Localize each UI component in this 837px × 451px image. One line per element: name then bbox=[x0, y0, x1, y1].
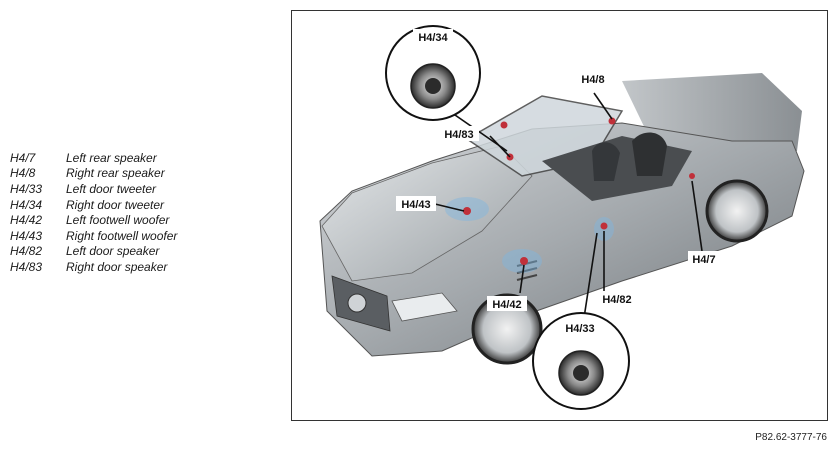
legend-row: H4/43 Right footwell woofer bbox=[10, 228, 177, 244]
legend-row: H4/7 Left rear speaker bbox=[10, 150, 177, 166]
legend-row: H4/8 Right rear speaker bbox=[10, 166, 177, 182]
legend-desc: Right rear speaker bbox=[66, 166, 165, 181]
car-hood bbox=[321, 145, 533, 282]
legend-code: H4/8 bbox=[10, 166, 36, 181]
label-h4-82: H4/82 bbox=[602, 294, 631, 306]
speaker-cone bbox=[573, 365, 589, 381]
legend-row: H4/82 Left door speaker bbox=[10, 244, 177, 260]
marker-h4-82 bbox=[600, 222, 608, 230]
figure-reference: P82.62-3777-76 bbox=[755, 432, 827, 443]
legend-desc: Left door tweeter bbox=[66, 181, 157, 196]
legend-code: H4/83 bbox=[10, 259, 43, 274]
speaker-cone bbox=[425, 78, 441, 94]
label-h4-42: H4/42 bbox=[492, 299, 521, 311]
legend-code: H4/7 bbox=[10, 150, 36, 165]
legend-desc: Right door speaker bbox=[66, 259, 168, 274]
legend-desc: Right door tweeter bbox=[66, 197, 165, 212]
legend-code: H4/43 bbox=[10, 228, 43, 243]
legend-row: H4/42 Left footwell woofer bbox=[10, 212, 177, 228]
seat bbox=[632, 132, 667, 176]
star-emblem bbox=[347, 293, 367, 313]
marker-h4-8 bbox=[608, 117, 616, 125]
rear-wheel bbox=[705, 179, 769, 243]
legend-row: H4/83 Right door speaker bbox=[10, 259, 177, 275]
label-h4-33: H4/33 bbox=[565, 323, 594, 335]
tweeter-inset-h4-33 bbox=[532, 312, 630, 410]
tweeter-inset-h4-34 bbox=[385, 25, 481, 121]
label-h4-34: H4/34 bbox=[418, 32, 448, 44]
car-illustration: H4/34 H4/8 H4/83 H4/43 H4/7 H4/82 H4/42 … bbox=[319, 25, 805, 410]
legend-code: H4/82 bbox=[10, 244, 43, 259]
legend-desc: Left door speaker bbox=[66, 244, 160, 259]
car-illustration-frame: H4/34 H4/8 H4/83 H4/43 H4/7 H4/82 H4/42 … bbox=[291, 10, 828, 421]
speaker-markers bbox=[463, 117, 695, 265]
marker-h4-42 bbox=[520, 257, 528, 265]
legend-row: H4/34 Right door tweeter bbox=[10, 197, 177, 213]
label-h4-43: H4/43 bbox=[401, 199, 430, 211]
marker-h4-43 bbox=[463, 207, 471, 215]
legend: H4/7 Left rear speaker H4/8 Right rear spe… bbox=[10, 150, 177, 275]
legend-code: H4/33 bbox=[10, 181, 43, 196]
legend-desc: Left rear speaker bbox=[66, 150, 157, 165]
callout-labels: H4/34 H4/8 H4/83 H4/43 H4/7 H4/82 H4/42 … bbox=[396, 29, 720, 335]
marker-h4-7 bbox=[689, 173, 695, 179]
headlight bbox=[391, 292, 458, 322]
label-h4-8: H4/8 bbox=[581, 74, 604, 86]
label-h4-7: H4/7 bbox=[692, 254, 715, 266]
legend-desc: Right footwell woofer bbox=[66, 228, 178, 243]
legend-code: H4/34 bbox=[10, 197, 43, 212]
legend-row: H4/33 Left door tweeter bbox=[10, 181, 177, 197]
seat bbox=[592, 142, 620, 181]
legend-desc: Left footwell woofer bbox=[66, 213, 170, 228]
marker-h4-34 bbox=[500, 121, 508, 129]
legend-code: H4/42 bbox=[10, 213, 43, 228]
front-wheel bbox=[471, 293, 543, 365]
label-h4-83: H4/83 bbox=[444, 129, 473, 141]
